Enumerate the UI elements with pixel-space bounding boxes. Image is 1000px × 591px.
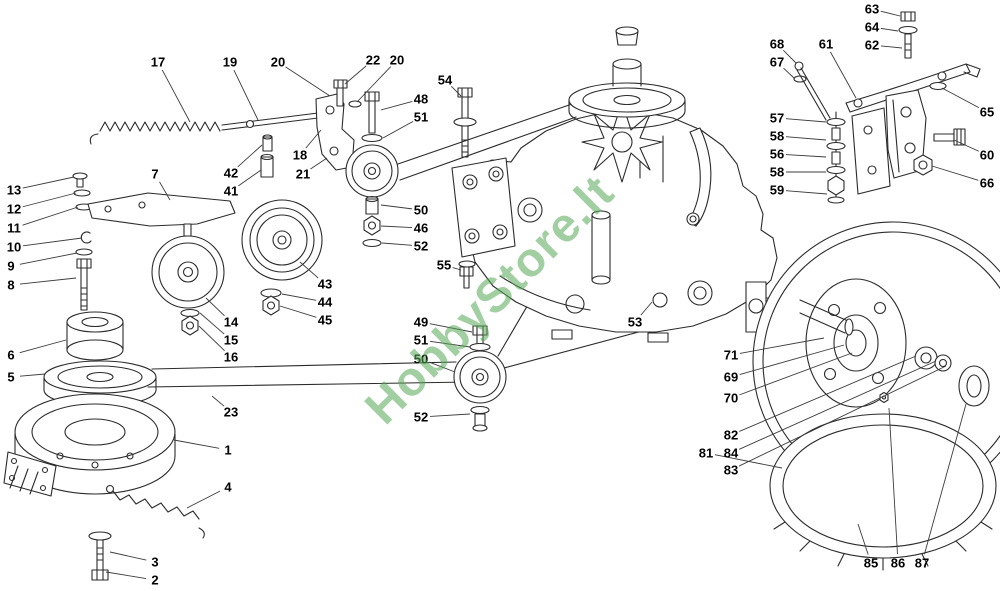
spacer-stack — [826, 111, 846, 204]
tension-spring — [89, 121, 221, 145]
cooling-fan — [581, 101, 663, 183]
idler-bracket — [315, 93, 355, 171]
spacers — [260, 134, 274, 178]
anchor-spring — [105, 484, 205, 539]
arm-bolt — [898, 11, 918, 59]
link-rod — [221, 112, 319, 131]
hub-cap — [958, 365, 990, 407]
idler-pulley-stack-lower — [453, 325, 507, 432]
idler-pulley-small — [151, 235, 225, 336]
clutch-assembly — [3, 393, 176, 497]
brake-lever — [686, 127, 712, 227]
drive-belt — [147, 103, 647, 388]
crank-pulley — [43, 360, 157, 407]
bracket-bolt — [333, 79, 362, 108]
lever-plate — [87, 192, 236, 237]
tire — [769, 413, 997, 571]
long-bolt — [453, 87, 477, 158]
lift-arm — [845, 63, 981, 113]
idler-pulley-stack-upper — [345, 91, 399, 248]
valve-bolt — [879, 391, 889, 404]
side-bolt — [913, 128, 966, 176]
support-bracket — [851, 81, 947, 195]
anchor-bolt — [88, 531, 112, 581]
control-rod — [793, 61, 831, 121]
mount-plate — [451, 157, 516, 258]
input-pulley — [568, 26, 686, 129]
idler-pulley-large — [241, 199, 323, 316]
spacer-hub — [66, 311, 124, 361]
hardware-column — [72, 172, 93, 311]
mount-bolt — [458, 260, 476, 289]
transaxle-housing — [460, 111, 778, 343]
